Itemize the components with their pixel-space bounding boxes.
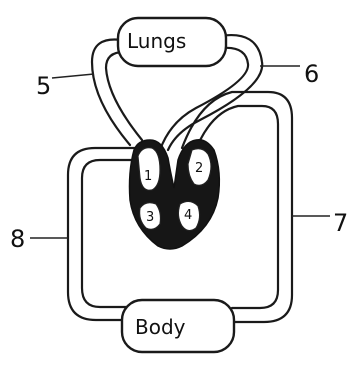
vessel-6-label: 6 <box>304 60 319 88</box>
vessel-8-outer <box>68 148 140 320</box>
chamber-2-label: 2 <box>195 161 203 176</box>
vessel-8-label: 8 <box>10 225 25 253</box>
vessel-7-label: 7 <box>333 209 348 237</box>
body-label: Body <box>135 315 186 339</box>
lungs-label: Lungs <box>127 29 186 53</box>
vessel-5-label: 5 <box>36 72 51 100</box>
chamber-4-label: 4 <box>184 208 192 223</box>
chamber-3-label: 3 <box>146 210 154 225</box>
chamber-1-label: 1 <box>144 169 152 184</box>
leader-5 <box>52 74 94 78</box>
